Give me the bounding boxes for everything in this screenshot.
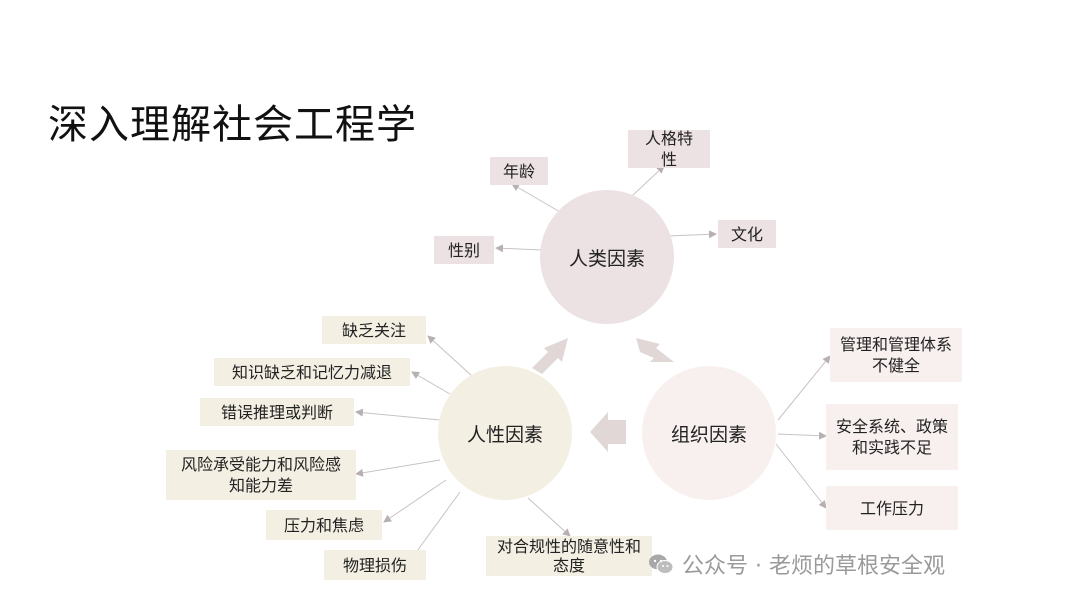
human-nature-node: 人性因素 [438,366,572,500]
leaf-stress: 压力和焦虑 [266,510,382,540]
watermark-text: 公众号 · 老烦的草根安全观 [682,554,945,579]
watermark: 公众号 · 老烦的草根安全观 [648,548,945,580]
leaf-work-pressure: 工作压力 [826,486,958,530]
leaf-faulty-reasoning: 错误推理或判断 [200,398,354,426]
organization-factors-node: 组织因素 [642,366,776,500]
leaf-culture: 文化 [718,220,776,248]
leaf-physical-injury: 物理损伤 [324,550,426,580]
leaf-lack-attention: 缺乏关注 [322,316,426,344]
leaf-lack-knowledge: 知识缺乏和记忆力减退 [214,358,410,386]
leaf-security-policy: 安全系统、政策和实践不足 [826,404,958,470]
leaf-age: 年龄 [490,157,548,185]
leaf-risk-perception: 风险承受能力和风险感知能力差 [166,450,356,500]
page-title: 深入理解社会工程学 [48,102,417,148]
cycle-arrow-left [590,412,626,452]
cycle-arrow-down [636,338,674,362]
leaf-compliance-attitude: 对合规性的随意性和态度 [486,536,652,576]
leaf-gender: 性别 [434,236,494,264]
leaf-personality: 人格特性 [628,129,710,169]
leaf-management-system: 管理和管理体系不健全 [830,328,962,382]
cycle-arrow-up [532,338,568,374]
wechat-icon [648,553,674,575]
human-factors-node: 人类因素 [540,190,674,324]
